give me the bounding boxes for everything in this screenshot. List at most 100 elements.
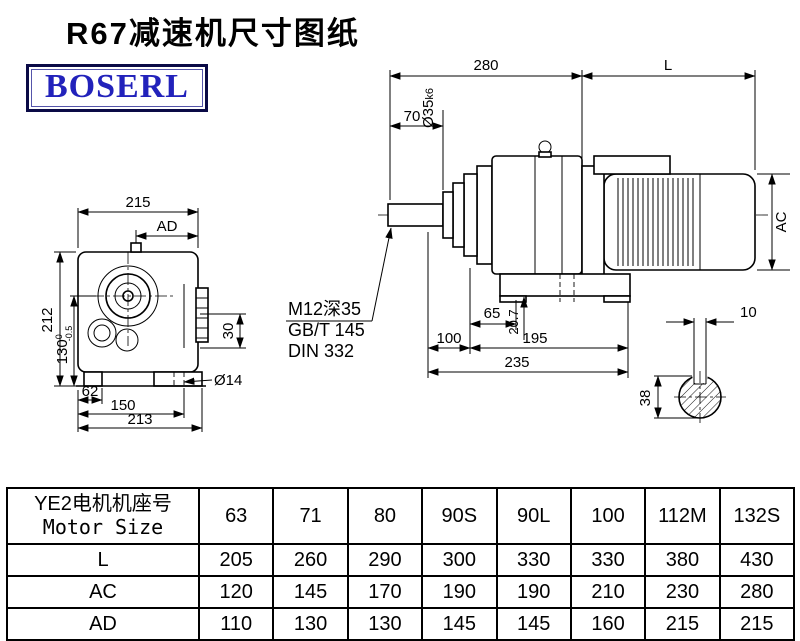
- dim-70-label: 70: [404, 108, 421, 125]
- size-value-cell: 300: [421, 543, 498, 577]
- front-view: 215 AD 212 1300-0.5 62 150 213 Ø14 30: [39, 194, 246, 432]
- note-leader: [371, 227, 393, 322]
- leader-d14: [183, 377, 213, 385]
- shaft-dia-tolerance: k6: [424, 88, 436, 100]
- boserl-logo: BOSERL: [26, 64, 208, 112]
- dim-65-label: 65: [484, 305, 501, 322]
- note-thread: M12深35: [288, 299, 361, 319]
- size-value-cell: 330: [495, 543, 572, 577]
- logo-text: BOSERL: [45, 68, 189, 105]
- table-row-AC: AC 120 145 170 190 190 210 230 280: [6, 575, 796, 609]
- table-row-L: L 205 260 290 300 330 330 380 430: [6, 543, 796, 577]
- right-foot: [153, 371, 203, 387]
- row-label: AD: [6, 607, 200, 641]
- size-value-cell: 190: [421, 575, 498, 609]
- header-line-en: Motor Size: [42, 515, 164, 539]
- dim-195-label: 195: [522, 330, 547, 347]
- motor-cooling-fins: [617, 178, 694, 266]
- size-value-cell: 380: [644, 543, 721, 577]
- eyebolt-base: [538, 151, 552, 158]
- ring-step-2: [452, 182, 465, 248]
- size-column-header: 112M: [644, 487, 721, 545]
- ring-step-3: [463, 173, 478, 257]
- size-column-header: 132S: [718, 487, 796, 545]
- size-value-cell: 205: [197, 543, 275, 577]
- ext-212: [54, 251, 76, 387]
- header-line-cn: YE2电机机座号: [34, 493, 172, 515]
- motor-size-header-cell: YE2电机机座号 Motor Size: [6, 487, 200, 545]
- dim-L-label: L: [664, 57, 672, 74]
- lower-bore-2: [115, 328, 139, 352]
- dim-20-7-label: 20.7: [506, 309, 521, 334]
- table-header-row: YE2电机机座号 Motor Size 63 71 80 90S 90L 100…: [6, 487, 796, 545]
- dim-130-tol-lower: -0.5: [64, 326, 74, 342]
- dim-235-label: 235: [504, 354, 529, 371]
- keyway-outline: [693, 372, 707, 385]
- technical-drawing: 215 AD 212 1300-0.5 62 150 213 Ø14 30: [39, 57, 790, 432]
- eyebolt-ring: [538, 140, 552, 154]
- size-column-header: 63: [197, 487, 275, 545]
- size-value-cell: 120: [197, 575, 275, 609]
- flange-block: [195, 287, 209, 343]
- ext-215: [77, 208, 199, 248]
- size-value-cell: 210: [569, 575, 647, 609]
- size-value-cell: 170: [346, 575, 424, 609]
- size-value-cell: 145: [272, 575, 349, 609]
- dim-280-label: 280: [473, 57, 498, 74]
- dim-ad-label: AD: [157, 218, 178, 235]
- size-column-header: 90S: [421, 487, 498, 545]
- ring-step-4: [476, 165, 493, 265]
- size-value-cell: 230: [644, 575, 721, 609]
- output-shaft: [387, 203, 444, 227]
- ext-bottom-side-dims: [427, 232, 629, 378]
- dim-215-label: 215: [125, 194, 150, 211]
- row-label: AC: [6, 575, 200, 609]
- size-value-cell: 130: [346, 607, 424, 641]
- size-value-cell: 145: [495, 607, 572, 641]
- dim-100-label: 100: [436, 330, 461, 347]
- size-value-cell: 190: [495, 575, 572, 609]
- lower-bore-1: [87, 318, 117, 348]
- size-value-cell: 145: [421, 607, 498, 641]
- motor-body: [603, 173, 756, 271]
- size-value-cell: 290: [346, 543, 424, 577]
- dim-38-label: 38: [637, 390, 654, 407]
- size-value-cell: 430: [718, 543, 796, 577]
- ring-step-1: [442, 191, 454, 239]
- size-value-cell: 215: [644, 607, 721, 641]
- dim-130-label: 1300-0.5: [54, 326, 74, 365]
- dim-ac-label: AC: [773, 211, 790, 232]
- size-value-cell: 130: [272, 607, 349, 641]
- dim-150-label: 150: [110, 397, 135, 414]
- dim-30-label: 30: [220, 323, 237, 340]
- table-row-AD: AD 110 130 130 145 145 160 215 215: [6, 607, 796, 641]
- motor-size-table: YE2电机机座号 Motor Size 63 71 80 90S 90L 100…: [6, 487, 796, 641]
- gearbox-front-body: [77, 251, 199, 373]
- shaft-section-view: 10 38: [637, 304, 757, 423]
- shaft-dia-value: Ø35: [420, 100, 437, 128]
- housing-joint-lines: [534, 156, 563, 274]
- foot-pad-right: [603, 295, 631, 303]
- size-value-cell: 330: [569, 543, 647, 577]
- foot-pad-left: [499, 295, 527, 303]
- lower-bore-1-inner: [93, 324, 111, 342]
- side-view: 280 L 70 Ø35k6 M12深35 GB/T 145 DIN 332 2…: [286, 57, 790, 378]
- row-label: L: [6, 543, 200, 577]
- gear-housing: [491, 155, 583, 275]
- size-value-cell: 110: [197, 607, 275, 641]
- size-column-header: 80: [346, 487, 424, 545]
- dim-130-tol-upper: 0: [54, 334, 64, 339]
- top-plug: [130, 242, 142, 253]
- dim-212-label: 212: [39, 307, 56, 332]
- size-value-cell: 260: [272, 543, 349, 577]
- dim-d14-label: Ø14: [214, 372, 242, 389]
- foot-bolt-hidden-lines: [559, 274, 575, 302]
- size-column-header: 100: [569, 487, 647, 545]
- page-title: R67减速机尺寸图纸: [66, 16, 360, 51]
- ext-10: [693, 318, 707, 372]
- size-value-cell: 280: [718, 575, 796, 609]
- flange-block-lines: [196, 297, 208, 339]
- note-gbt: GB/T 145: [288, 320, 365, 340]
- motor-flange: [581, 165, 605, 281]
- size-column-header: 90L: [495, 487, 572, 545]
